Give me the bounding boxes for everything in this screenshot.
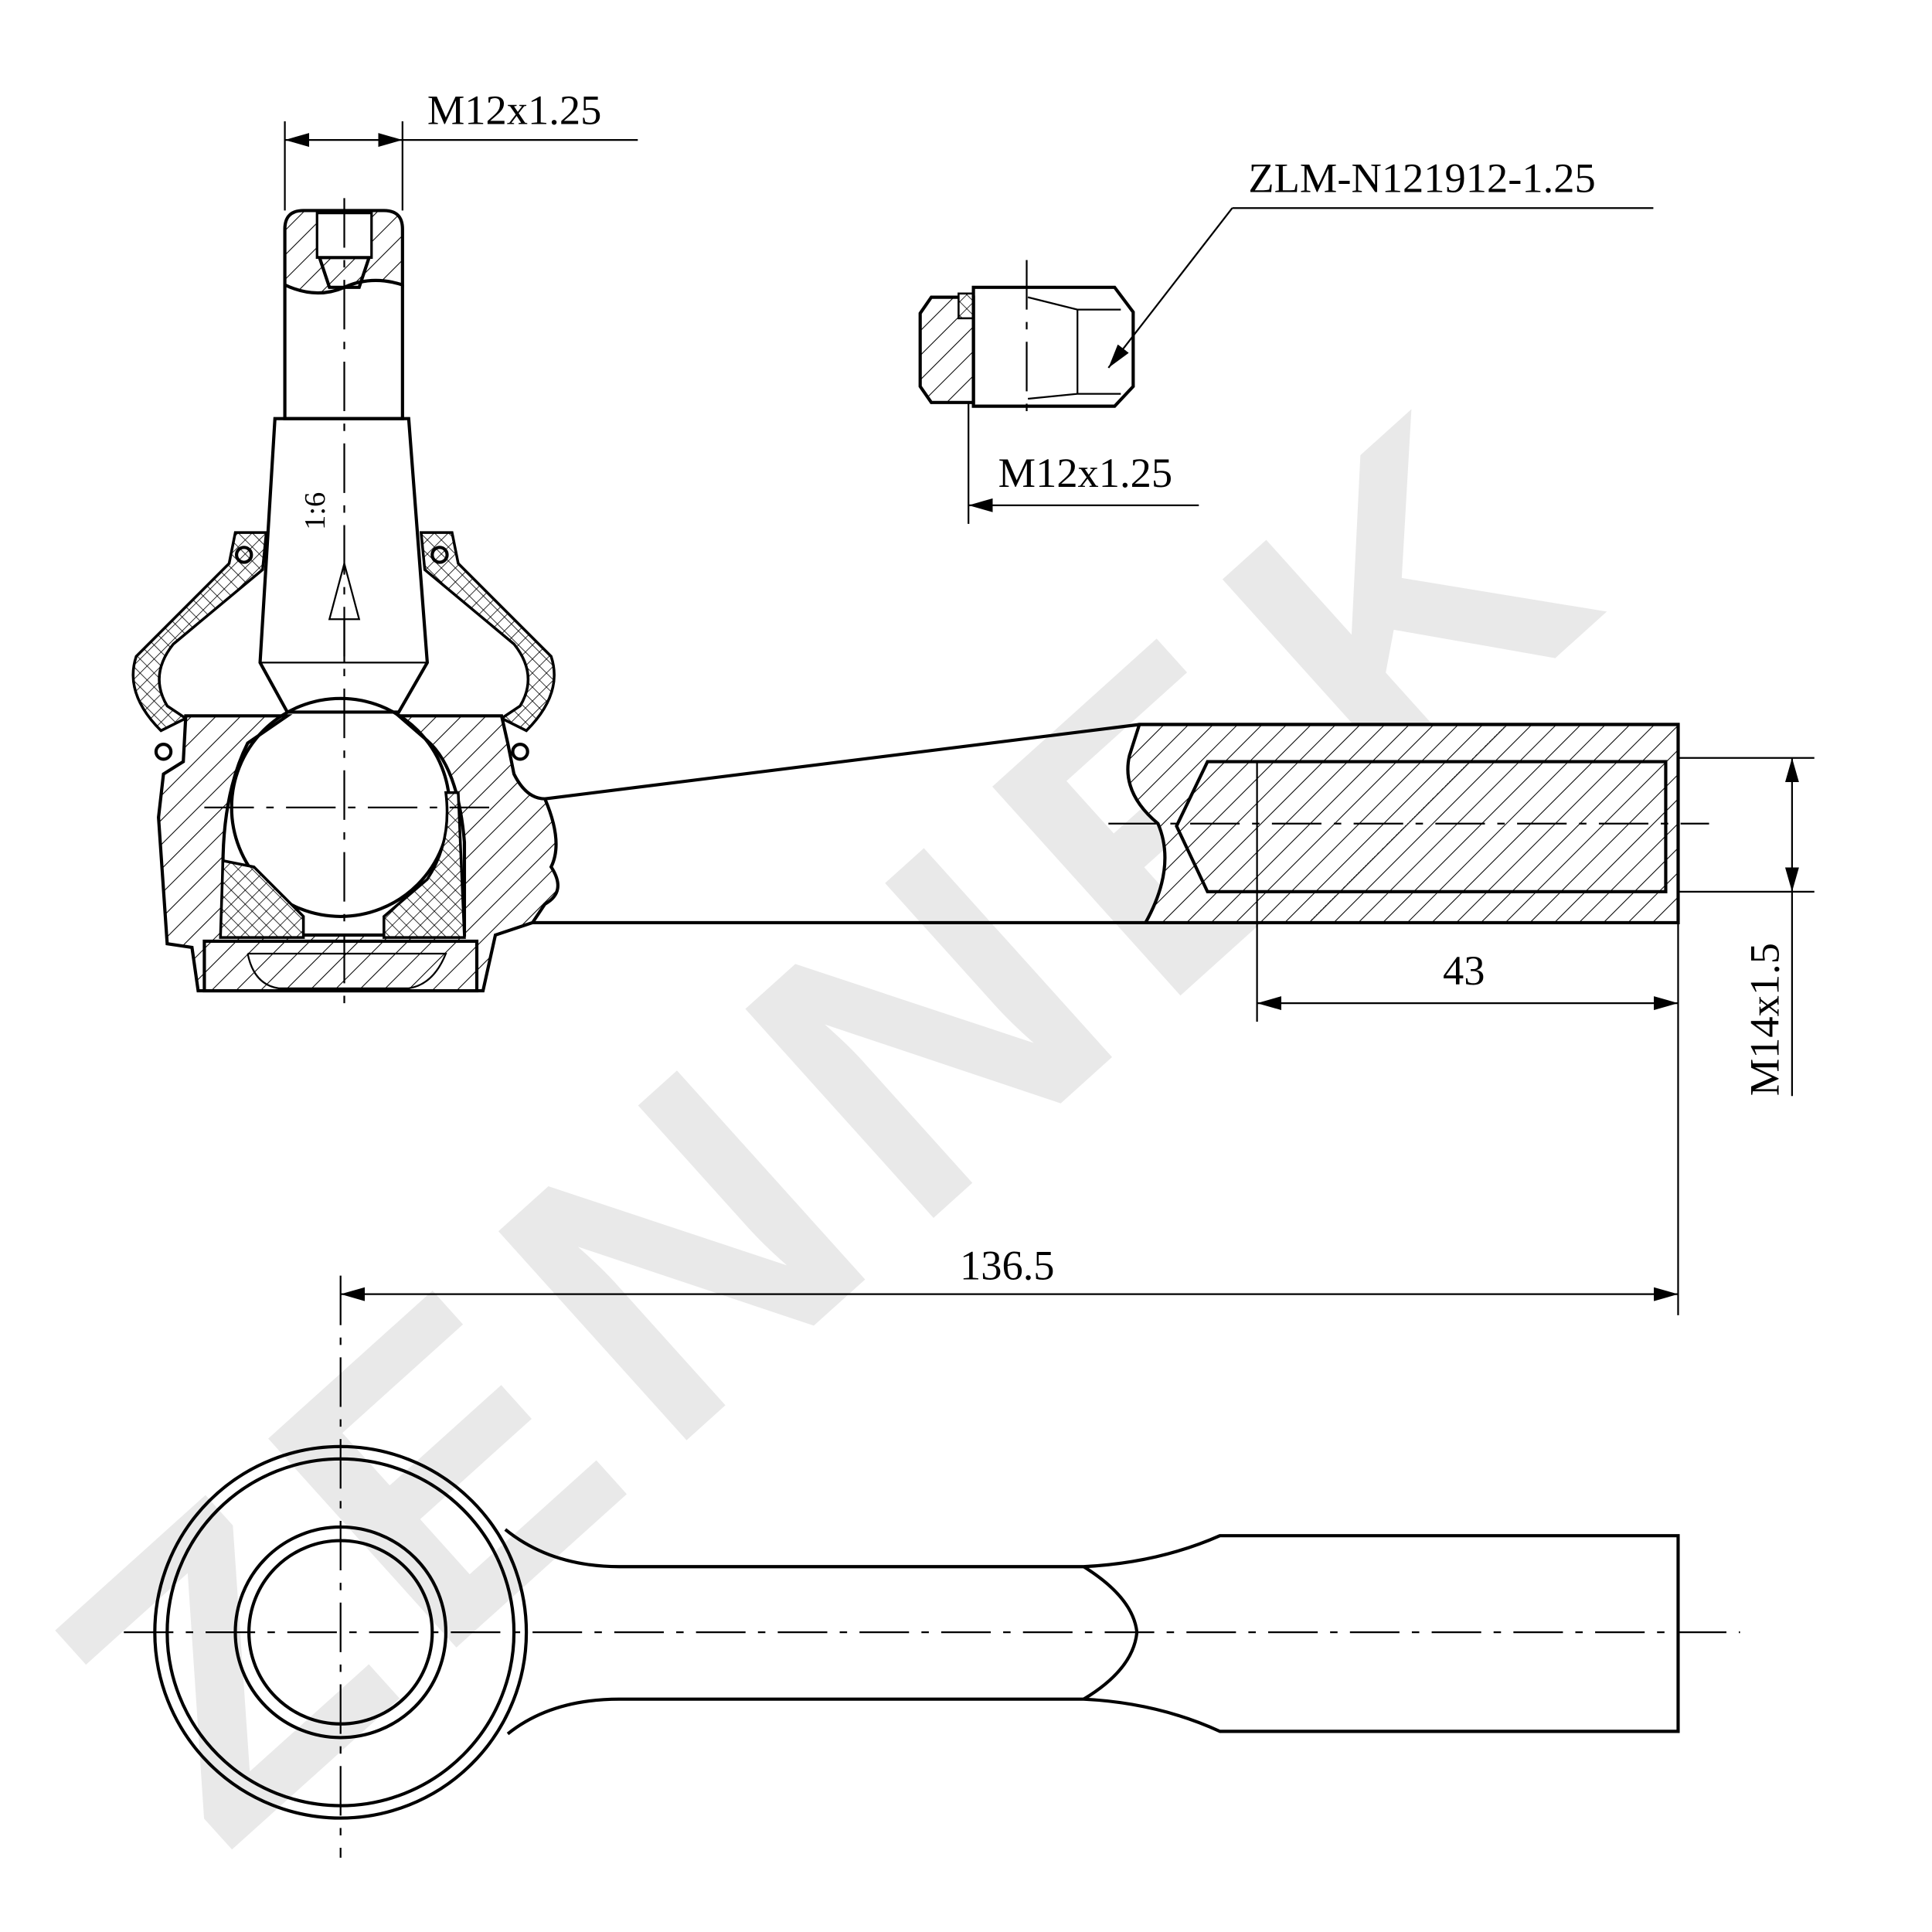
dimension-thread-depth: 43	[1256, 891, 1679, 1315]
taper-label: 1:6	[299, 492, 332, 530]
ball-stud: 1:6	[258, 209, 430, 714]
dimension-inner-thread: M14x1.5	[1678, 757, 1815, 1096]
nut-thread-label: M12x1.25	[998, 449, 1172, 496]
stud-thread-label: M12x1.25	[427, 86, 601, 133]
lock-nut	[918, 260, 1135, 415]
dimension-overall-length: 136.5	[340, 1241, 1679, 1301]
callout-nut-part: ZLM-N121912-1.25	[1107, 154, 1654, 369]
dimension-nut-thread: M12x1.25	[968, 402, 1199, 524]
overall-length-label: 136.5	[960, 1241, 1055, 1288]
dimension-stud-thread: M12x1.25	[284, 86, 638, 211]
inner-thread-label: M14x1.5	[1740, 943, 1787, 1096]
thread-depth-label: 43	[1443, 947, 1485, 994]
plan-view	[124, 1275, 1740, 1858]
nut-part-number: ZLM-N121912-1.25	[1248, 154, 1595, 201]
